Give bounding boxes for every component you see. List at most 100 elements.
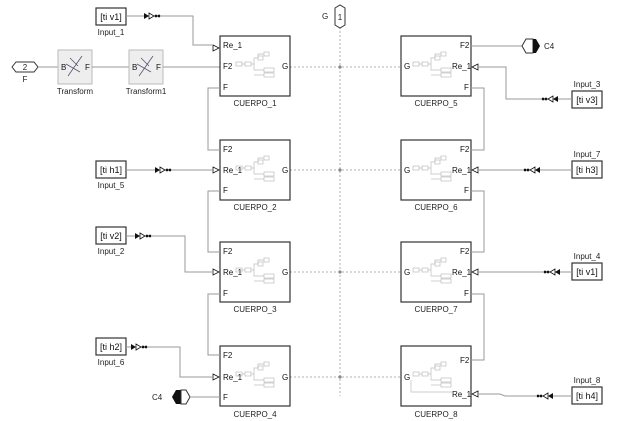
cuerpo-2-label: CUERPO_2 bbox=[233, 203, 277, 212]
input-2-tag: [ti v2] bbox=[100, 231, 122, 241]
cuerpo-7-block[interactable]: F2 G Re_1 F CUERPO_7 bbox=[400, 241, 472, 314]
input-8-label: Input_8 bbox=[574, 376, 601, 385]
frame-transform-icon bbox=[65, 55, 83, 77]
cuerpo-3-block[interactable]: F2 Re_1 F G CUERPO_3 bbox=[219, 241, 291, 314]
input-5[interactable]: [ti h1] Input_5 bbox=[95, 160, 127, 190]
port-re1: Re_1 bbox=[452, 166, 472, 175]
port-g: G bbox=[404, 166, 410, 175]
port-re1: Re_1 bbox=[223, 166, 243, 175]
transform1-label: Transform1 bbox=[126, 87, 167, 96]
input-2[interactable]: [ti v2] Input_2 bbox=[95, 226, 127, 256]
transform1-block[interactable]: B F Transform1 bbox=[126, 49, 167, 96]
cuerpo-4-block[interactable]: F2 Re_1 F G CUERPO_4 bbox=[219, 345, 291, 419]
port-f: F bbox=[464, 289, 469, 298]
cuerpo-2-block[interactable]: F2 Re_1 F G CUERPO_2 bbox=[219, 139, 291, 212]
cuerpo-1-label: CUERPO_1 bbox=[233, 99, 277, 108]
outport-number: 1 bbox=[338, 13, 343, 22]
port-f2: F2 bbox=[223, 145, 233, 154]
input-1-label: Input_1 bbox=[98, 28, 125, 37]
port-re1: Re_1 bbox=[223, 41, 243, 50]
port-g: G bbox=[282, 268, 288, 277]
outport-g[interactable]: 1 G bbox=[322, 4, 346, 29]
port-f2: F2 bbox=[460, 356, 470, 365]
c4-goto-tag[interactable]: C4 bbox=[521, 38, 555, 54]
cuerpo-6-block[interactable]: F2 G Re_1 F CUERPO_6 bbox=[400, 139, 472, 212]
port-g: G bbox=[282, 373, 288, 382]
outport-name: G bbox=[322, 12, 328, 21]
port-g: G bbox=[282, 62, 288, 71]
transform1-out-port: F bbox=[156, 63, 161, 72]
input-8-tag: [ti h4] bbox=[576, 391, 598, 401]
input-1-tag: [ti v1] bbox=[100, 12, 122, 22]
port-f: F bbox=[464, 186, 469, 195]
transform-in-port: B bbox=[61, 63, 66, 72]
c4-from-tag[interactable]: C4 bbox=[152, 389, 191, 405]
input-4[interactable]: [ti v1] Input_4 bbox=[571, 252, 603, 281]
input-3[interactable]: [ti v3] Input_3 bbox=[571, 80, 603, 109]
cuerpo-3-label: CUERPO_3 bbox=[233, 305, 277, 314]
c4-from-label: C4 bbox=[152, 393, 163, 402]
transform-out-port: F bbox=[85, 63, 90, 72]
inport-name: F bbox=[23, 75, 28, 84]
port-g: G bbox=[404, 62, 410, 71]
port-re1: Re_1 bbox=[452, 268, 472, 277]
connection-port-icon bbox=[154, 166, 172, 174]
port-re1: Re_1 bbox=[452, 390, 472, 399]
port-f: F bbox=[223, 393, 228, 402]
input-2-label: Input_2 bbox=[98, 247, 125, 256]
input-7[interactable]: [ti h3] Input_7 bbox=[571, 150, 603, 179]
transform-label: Transform bbox=[57, 87, 93, 96]
input-6-tag: [ti h2] bbox=[100, 342, 122, 352]
port-g: G bbox=[404, 373, 410, 382]
ground-bus bbox=[290, 27, 400, 396]
transform1-in-port: B bbox=[132, 63, 137, 72]
input-6[interactable]: [ti h2] Input_6 bbox=[95, 337, 127, 367]
input-1[interactable]: [ti v1] Input_1 bbox=[95, 7, 127, 37]
port-f: F bbox=[464, 83, 469, 92]
cuerpo-5-block[interactable]: F2 G Re_1 F CUERPO_5 bbox=[400, 35, 472, 108]
port-re1: Re_1 bbox=[452, 62, 472, 71]
cuerpo-7-label: CUERPO_7 bbox=[414, 305, 458, 314]
connection-port-icon bbox=[541, 95, 559, 103]
port-f2: F2 bbox=[223, 62, 233, 71]
cuerpo-1-block[interactable]: Re_1 F2 F G CUERPO_1 bbox=[219, 35, 291, 108]
port-g: G bbox=[404, 268, 410, 277]
input-4-label: Input_4 bbox=[574, 252, 601, 261]
connection-port-icon bbox=[143, 12, 161, 20]
c4-goto-label: C4 bbox=[544, 42, 555, 51]
port-f2: F2 bbox=[460, 41, 470, 50]
frame-transform-icon bbox=[136, 55, 154, 77]
port-f2: F2 bbox=[223, 247, 233, 256]
port-f: F bbox=[223, 289, 228, 298]
cuerpo-4-label: CUERPO_4 bbox=[233, 410, 277, 419]
input-3-tag: [ti v3] bbox=[576, 95, 598, 105]
input-6-label: Input_6 bbox=[98, 358, 125, 367]
port-f2: F2 bbox=[223, 351, 233, 360]
cuerpo-8-block[interactable]: F2 G Re_1 CUERPO_8 bbox=[400, 345, 472, 419]
port-re1: Re_1 bbox=[223, 373, 243, 382]
inport-number: 2 bbox=[23, 63, 28, 72]
connection-port-icon bbox=[523, 166, 541, 174]
input-4-tag: [ti v1] bbox=[576, 267, 598, 277]
connection-port-icon bbox=[543, 268, 561, 276]
connection-port-icon bbox=[536, 392, 554, 400]
port-f: F bbox=[223, 83, 228, 92]
cuerpo-5-label: CUERPO_5 bbox=[414, 99, 458, 108]
input-5-tag: [ti h1] bbox=[100, 165, 122, 175]
port-g: G bbox=[282, 166, 288, 175]
cuerpo-6-label: CUERPO_6 bbox=[414, 203, 458, 212]
connection-port-icon bbox=[134, 232, 152, 240]
inport-f[interactable]: 2 F bbox=[11, 61, 39, 84]
connection-port-icon bbox=[130, 343, 148, 351]
port-f2: F2 bbox=[460, 145, 470, 154]
input-5-label: Input_5 bbox=[98, 181, 125, 190]
cuerpo-8-label: CUERPO_8 bbox=[414, 410, 458, 419]
port-re1: Re_1 bbox=[223, 268, 243, 277]
port-f: F bbox=[223, 186, 228, 195]
port-f2: F2 bbox=[460, 247, 470, 256]
input-8[interactable]: [ti h4] Input_8 bbox=[571, 376, 603, 405]
input-3-label: Input_3 bbox=[574, 80, 601, 89]
transform-block[interactable]: B F Transform bbox=[57, 49, 93, 96]
input-7-label: Input_7 bbox=[574, 150, 601, 159]
